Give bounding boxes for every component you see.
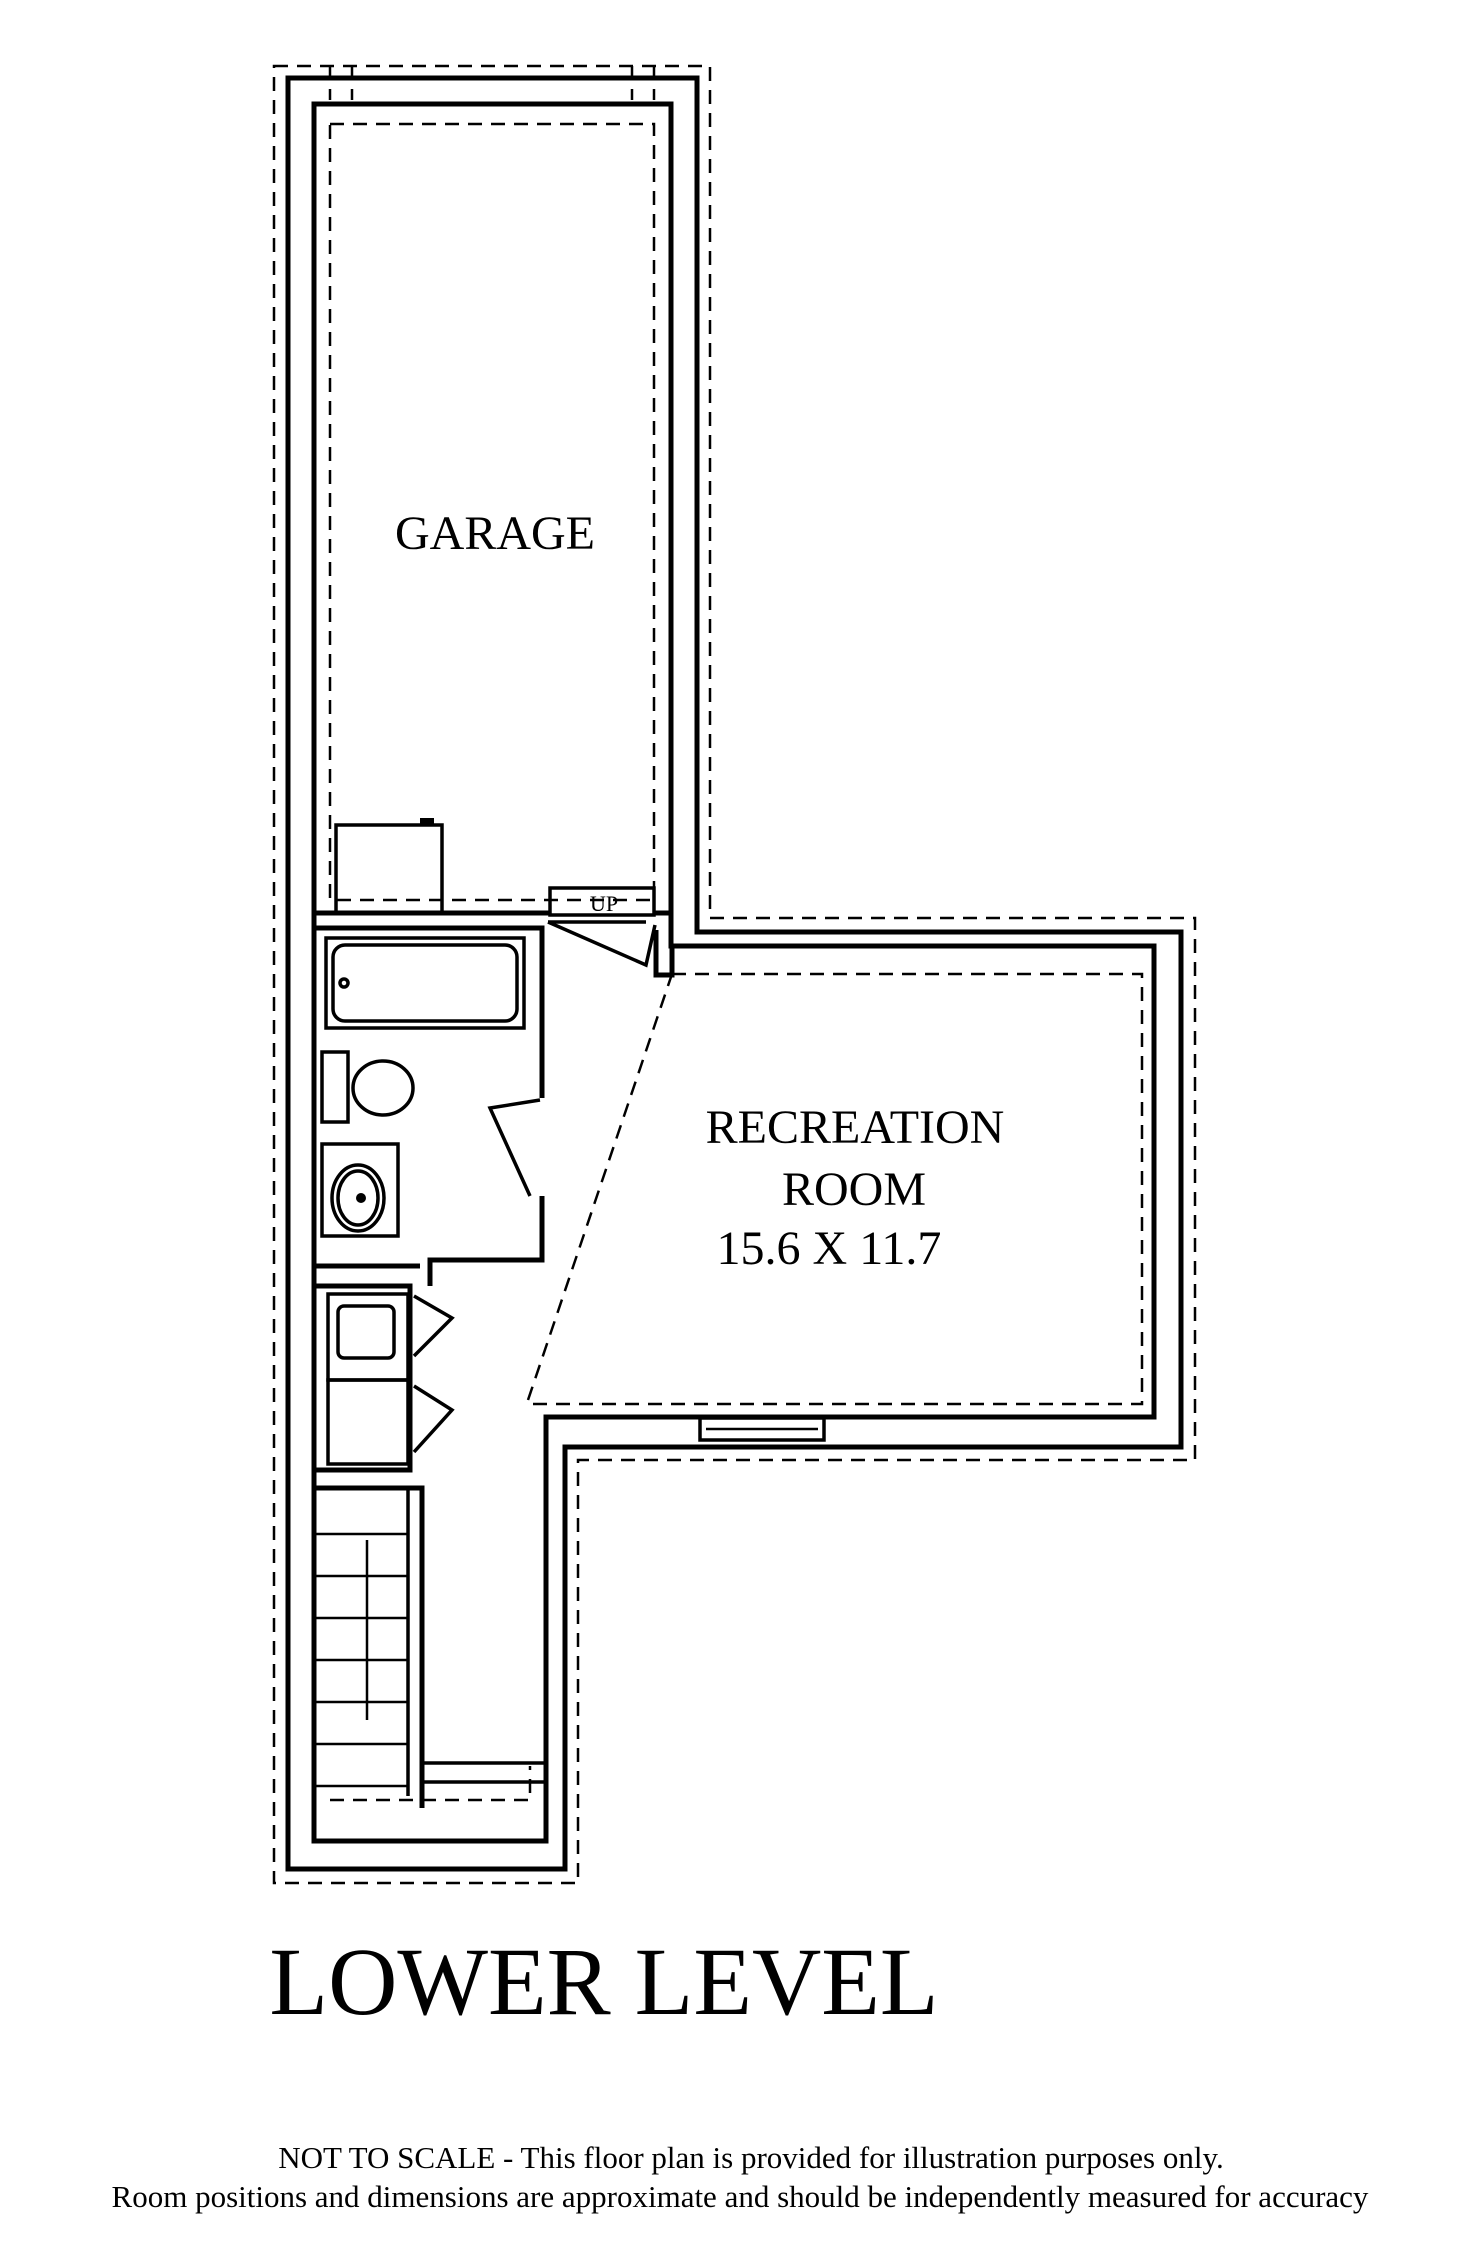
garage-dashed-outline	[328, 122, 656, 902]
recreation-dashed-outline	[526, 972, 1144, 1406]
vanity-sink	[320, 1142, 400, 1238]
outer-dashed-boundary	[272, 64, 1197, 1885]
recreation-room-dimensions: 15.6 X 11.7	[717, 1222, 942, 1275]
disclaimer-line-1: NOT TO SCALE - This floor plan is provid…	[278, 2140, 1223, 2175]
level-title: LOWER LEVEL	[269, 1928, 938, 2035]
garage-label: GARAGE	[395, 507, 595, 560]
bathtub	[324, 936, 526, 1030]
stair-up-label: UP	[590, 891, 618, 916]
garage-door-marks	[328, 66, 656, 106]
bathroom	[314, 925, 545, 1286]
staircase	[314, 1485, 546, 1808]
window	[698, 1416, 826, 1442]
recreation-room-label-line2: ROOM	[782, 1163, 926, 1216]
exterior-wall-outer	[285, 75, 1184, 1872]
laundry-closets	[314, 1283, 455, 1473]
stair-up: UP	[548, 886, 656, 917]
disclaimer-line-2: Room positions and dimensions are approx…	[112, 2179, 1369, 2214]
exterior-wall-inner	[311, 101, 1157, 1844]
recreation-room-label-line1: RECREATION	[706, 1101, 1005, 1154]
water-heater	[334, 818, 444, 915]
toilet	[320, 1050, 415, 1124]
recreation-entry-door	[547, 920, 675, 978]
